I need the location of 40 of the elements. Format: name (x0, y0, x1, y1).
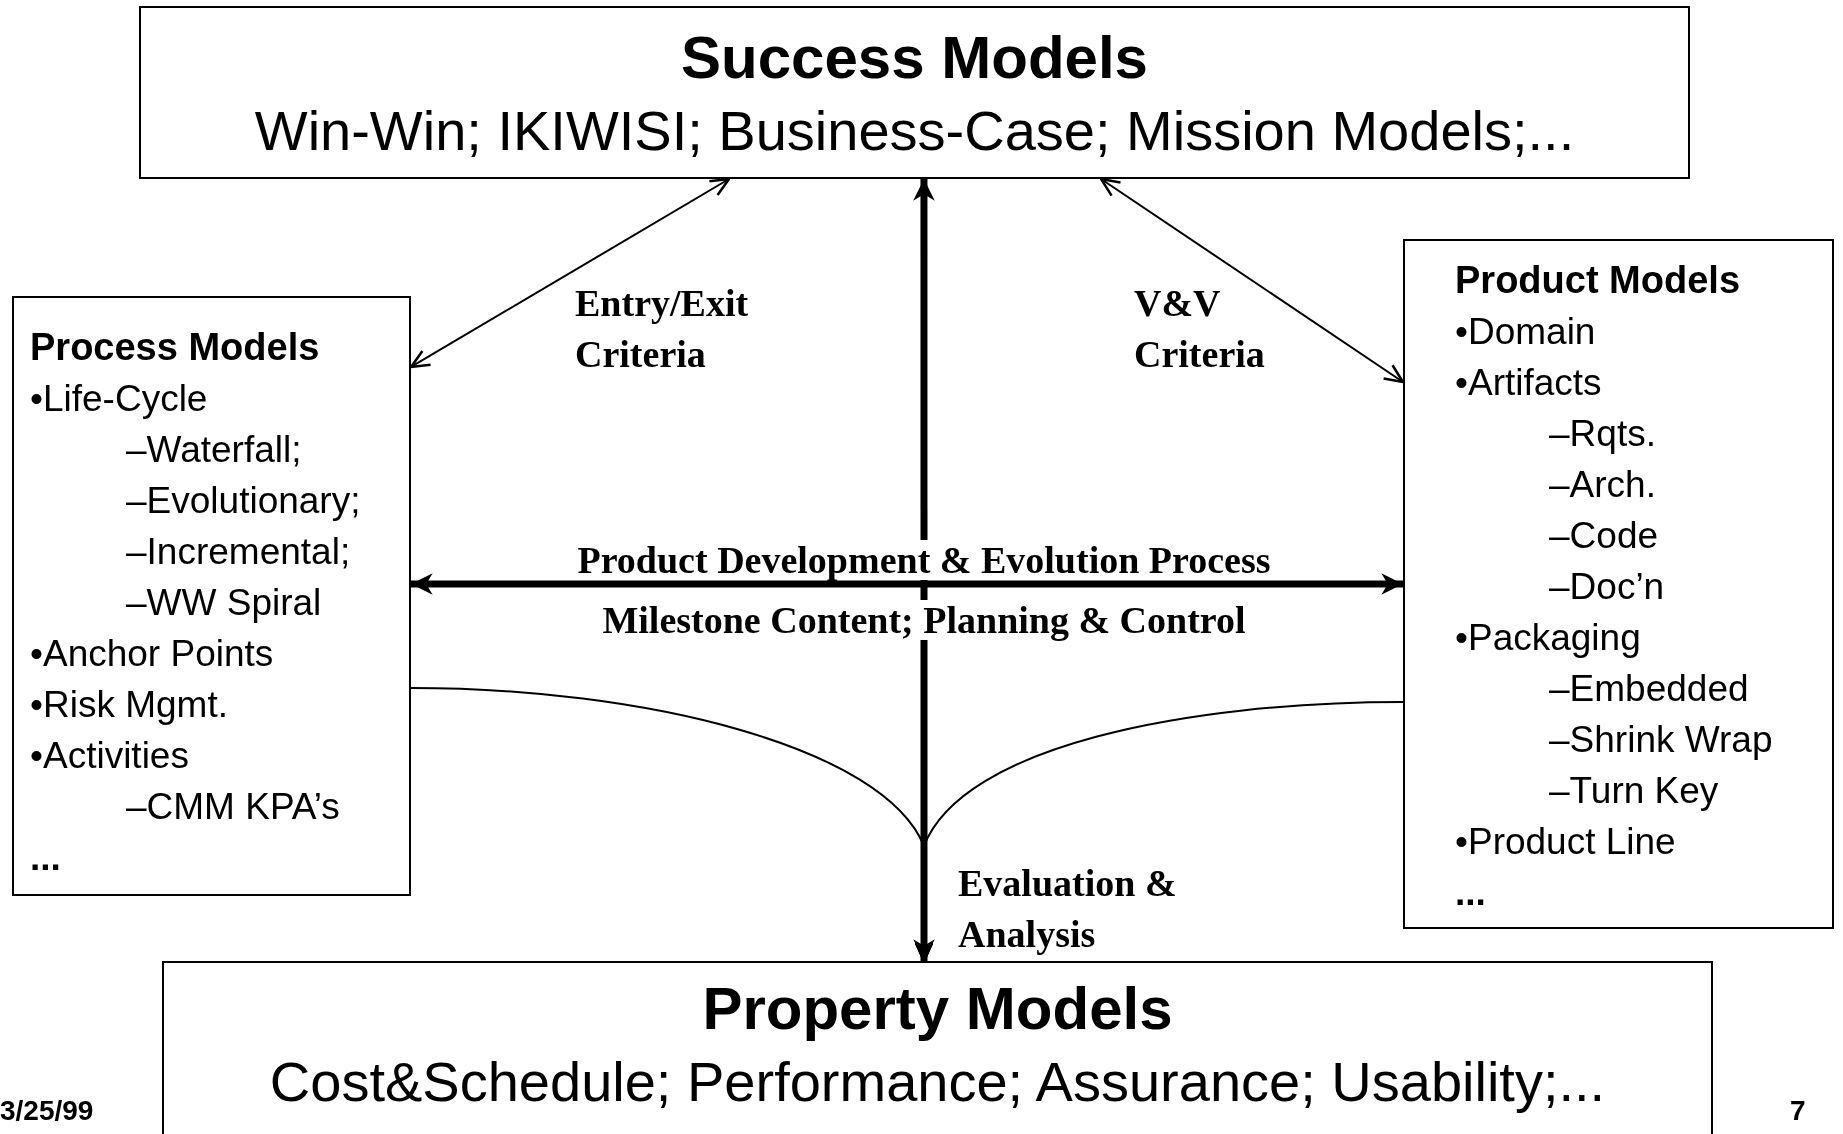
list-item: •Activities (30, 734, 189, 778)
list-item: •Risk Mgmt. (30, 683, 228, 727)
list-item: –Evolutionary; (126, 479, 361, 523)
list-item: –Shrink Wrap (1549, 718, 1773, 762)
page-number: 7 (1790, 1094, 1807, 1128)
model-box (139, 6, 1690, 179)
model-box (162, 961, 1713, 1134)
box-heading: Product Models (1455, 258, 1741, 303)
list-item: •Artifacts (1455, 361, 1602, 405)
list-item: –Rqts. (1549, 412, 1656, 456)
box-heading: Property Models (702, 974, 1173, 1044)
list-item: •Packaging (1455, 616, 1641, 660)
list-item: •Domain (1455, 310, 1596, 354)
edge-label: Entry/Exit Criteria (575, 281, 750, 377)
list-item: –Code (1549, 514, 1659, 558)
list-item: •Anchor Points (30, 632, 274, 676)
arrow (1099, 177, 1405, 384)
list-item: ... (30, 836, 61, 880)
arrow (913, 179, 935, 961)
edge-label: V&V Criteria (1134, 281, 1266, 377)
box-body-text: Cost&Schedule; Performance; Assurance; Usability;... (269, 1049, 1606, 1115)
note-text: Evaluation & Analysis (958, 861, 1178, 957)
list-item: ... (1455, 871, 1486, 915)
box-body-text: Win-Win; IKIWISI; Business-Case; Mission Models;... (254, 97, 1575, 164)
box-heading: Success Models (681, 22, 1148, 93)
list-item: –Waterfall; (126, 428, 302, 472)
list-item: –Incremental; (126, 530, 351, 574)
list-box (1403, 239, 1834, 929)
list-item: –CMM KPA’s (126, 785, 340, 829)
list-box (12, 296, 411, 896)
date-text: 3/25/99 (0, 1094, 95, 1128)
list-item: –WW Spiral (126, 581, 322, 625)
list-item: •Life-Cycle (30, 377, 208, 421)
box-heading: Process Models (30, 325, 320, 370)
arrow (411, 573, 1403, 595)
list-item: –Turn Key (1549, 769, 1719, 813)
list-item: –Embedded (1549, 667, 1749, 711)
list-item: –Arch. (1549, 463, 1656, 507)
list-item: •Product Line (1455, 820, 1676, 864)
list-item: –Doc’n (1549, 565, 1665, 609)
